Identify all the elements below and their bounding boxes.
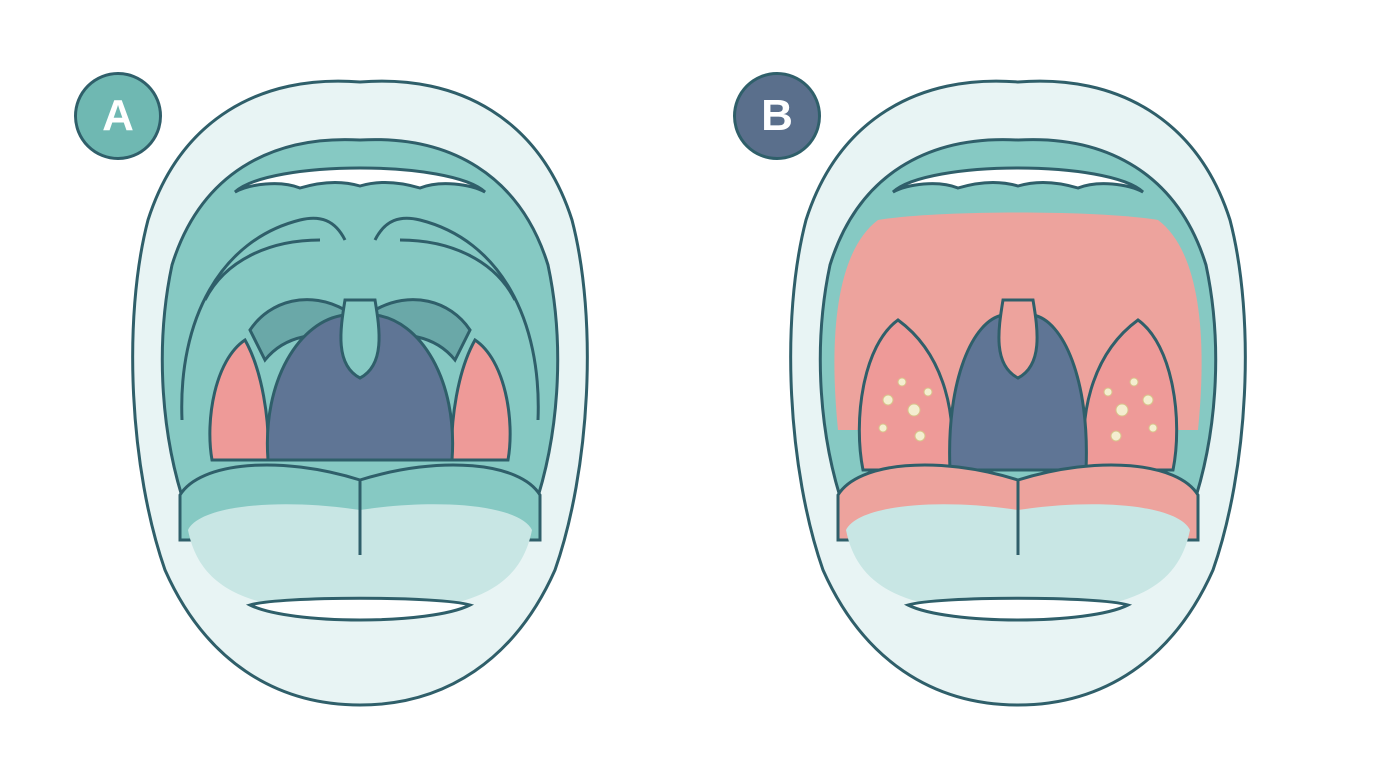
mouth-diagram-normal bbox=[131, 79, 589, 707]
label-badge-b: B bbox=[733, 72, 821, 160]
palate-arch-outer bbox=[180, 216, 347, 421]
panel-a: A bbox=[74, 72, 589, 707]
lower-teeth bbox=[903, 596, 1133, 622]
palate-arch-mid-r bbox=[399, 238, 517, 301]
uvula bbox=[997, 298, 1039, 380]
palate-arch-mid bbox=[203, 238, 321, 301]
mouth-diagram-inflamed bbox=[789, 79, 1247, 707]
panel-b: B bbox=[688, 0, 1376, 768]
tonsil-right bbox=[450, 337, 512, 462]
upper-teeth bbox=[233, 166, 487, 194]
tonsil-left bbox=[208, 337, 270, 462]
tongue bbox=[188, 504, 532, 612]
tongue bbox=[846, 504, 1190, 612]
lower-teeth bbox=[245, 596, 475, 622]
upper-teeth bbox=[891, 166, 1145, 194]
palate-arch-outer-r bbox=[373, 216, 540, 421]
uvula bbox=[339, 298, 381, 380]
exudate-spots bbox=[878, 377, 1158, 442]
label-badge-a: A bbox=[74, 72, 162, 160]
